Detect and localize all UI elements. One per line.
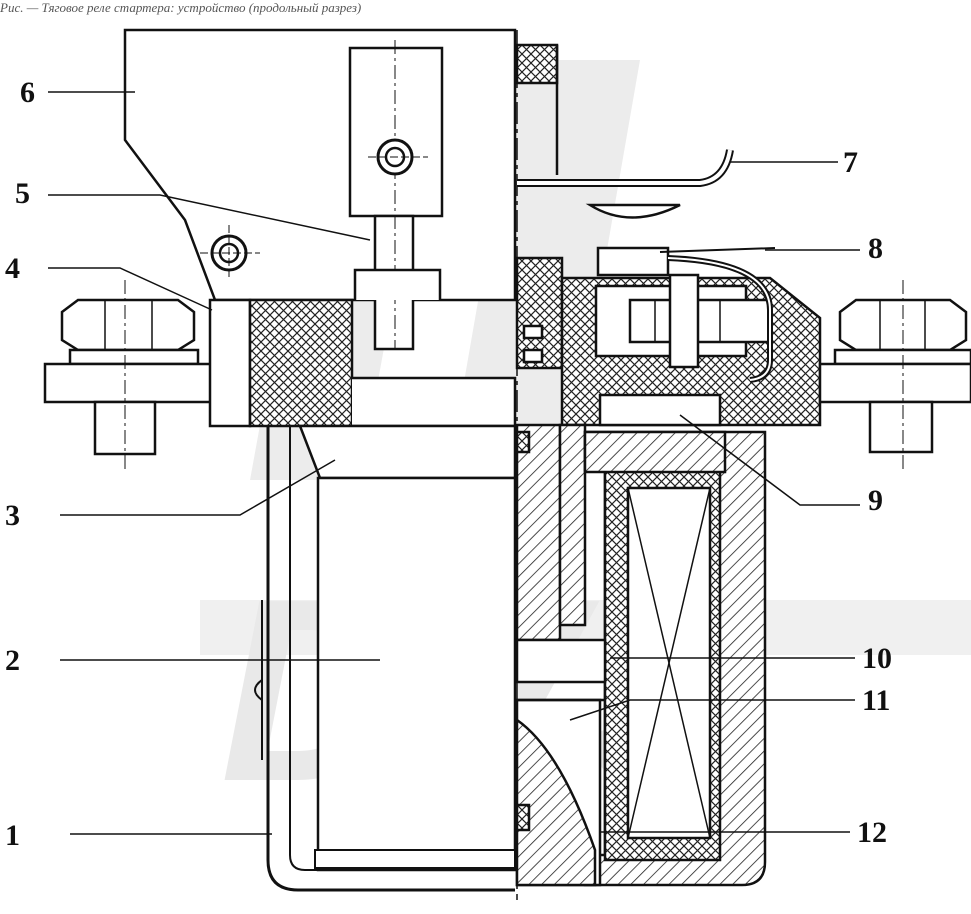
label-3: 3 bbox=[5, 499, 20, 532]
screw-heads bbox=[200, 138, 428, 280]
label-8: 8 bbox=[868, 232, 883, 265]
left-half-exterior bbox=[43, 28, 517, 892]
right-half-section bbox=[515, 43, 971, 887]
label-12: 12 bbox=[857, 816, 887, 849]
label-2: 2 bbox=[5, 644, 20, 677]
label-6: 6 bbox=[20, 76, 35, 109]
label-10: 10 bbox=[862, 642, 892, 675]
label-1: 1 bbox=[5, 819, 20, 852]
label-4: 4 bbox=[5, 252, 20, 285]
leader-lines bbox=[48, 91, 860, 835]
figure-caption: Рис. — Тяговое реле стартера: устройство… bbox=[0, 0, 362, 15]
label-7: 7 bbox=[843, 146, 858, 179]
label-5: 5 bbox=[15, 177, 30, 210]
label-11: 11 bbox=[862, 684, 890, 717]
label-9: 9 bbox=[868, 484, 883, 517]
part-labels: 1 2 3 4 5 6 7 8 9 10 11 12 bbox=[5, 76, 892, 852]
